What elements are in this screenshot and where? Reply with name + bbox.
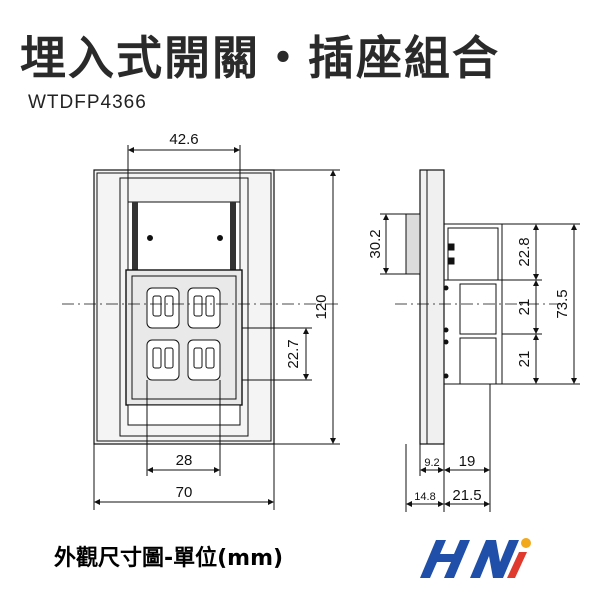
dim-side-total-height: 73.5 <box>554 289 571 318</box>
dim-side-top-gap: 30.2 <box>367 229 384 258</box>
socket-bottom <box>146 339 221 381</box>
dim-front-height: 120 <box>313 294 330 319</box>
front-view <box>62 145 340 510</box>
dim-side-h2: 21 <box>516 299 533 316</box>
model-number: WTDFP4366 <box>28 92 147 113</box>
dim-side-h1: 22.8 <box>516 237 533 266</box>
dim-frame-depth: 14.8 <box>414 491 435 503</box>
caption: 外觀尺寸圖-單位(mm) <box>54 546 284 571</box>
dim-body-depth-total: 21.5 <box>452 487 481 504</box>
side-plate <box>419 169 445 445</box>
side-view <box>380 169 580 512</box>
dim-side-h3: 21 <box>516 351 533 368</box>
dim-front-width-top: 42.6 <box>169 131 198 148</box>
outlet-module <box>125 269 243 406</box>
dim-inner-width: 28 <box>176 452 193 469</box>
dim-outer-width: 70 <box>176 484 193 501</box>
brand-logo <box>420 538 531 578</box>
page-title: 埋入式開關・插座組合 <box>20 31 500 85</box>
dim-outlet-spacing: 22.7 <box>285 339 302 368</box>
front-plate-inner <box>96 172 272 442</box>
dim-body-depth: 19 <box>459 453 476 470</box>
dim-plate-thickness: 9.2 <box>424 457 439 469</box>
socket-top <box>146 287 221 329</box>
